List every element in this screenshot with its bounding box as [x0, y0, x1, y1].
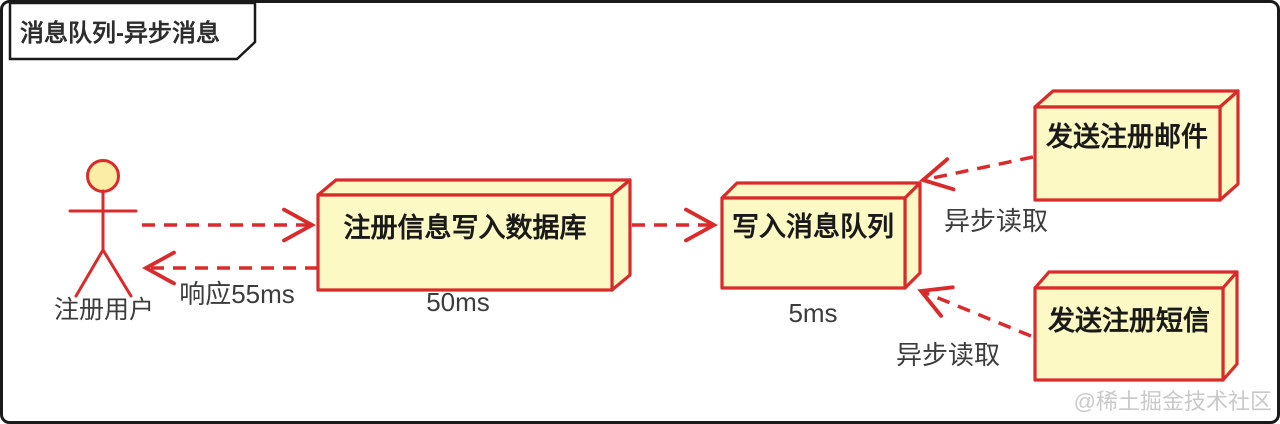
- node-email-top-face: [1033, 89, 1240, 109]
- diagram-title: 消息队列-异步消息: [20, 19, 220, 47]
- node-sms-right-face: [1221, 270, 1239, 382]
- node-mq-front-face: [720, 196, 907, 290]
- node-sms-front-face: [1033, 286, 1225, 382]
- edge-label-response-time: 响应55ms: [179, 279, 295, 309]
- actor-label: 注册用户: [54, 296, 154, 324]
- title-tab-shape: [8, 1, 257, 61]
- node-email-right-face: [1218, 89, 1240, 202]
- watermark-text: @稀土掘金技术社区: [1074, 389, 1272, 414]
- node-db-right-face: [610, 178, 632, 292]
- actor-leg-left: [74, 248, 105, 298]
- node-send-sms: 发送注册短信: [1033, 270, 1239, 382]
- actor-leg-right: [101, 248, 133, 298]
- node-db-top-face: [316, 178, 632, 197]
- node-mq-write: 写入消息队列 5ms: [720, 181, 922, 328]
- edge-email-to-mq: [919, 155, 1034, 192]
- node-email-label: 发送注册邮件: [1045, 121, 1208, 152]
- node-db-time: 50ms: [426, 287, 490, 317]
- node-sms-top-face: [1033, 270, 1239, 290]
- node-email-front-face: [1033, 105, 1222, 202]
- actor-head: [86, 159, 120, 193]
- node-db-front-face: [316, 193, 614, 292]
- node-mq-right-face: [903, 181, 922, 290]
- node-db-write: 注册信息写入数据库 50ms: [316, 178, 632, 317]
- node-db-label: 注册信息写入数据库: [344, 212, 587, 243]
- node-mq-top-face: [720, 181, 922, 200]
- node-mq-label: 写入消息队列: [732, 211, 894, 242]
- frame-title-tab: 消息队列-异步消息: [8, 1, 257, 61]
- edge-label-async-read-sms: 异步读取: [896, 340, 1000, 370]
- edge-label-async-read-email: 异步读取: [944, 206, 1048, 236]
- node-mq-time: 5ms: [788, 298, 837, 328]
- node-send-email: 发送注册邮件: [1033, 89, 1240, 202]
- node-sms-label: 发送注册短信: [1047, 305, 1210, 336]
- actor-register-user: 注册用户: [54, 159, 154, 324]
- edge-sms-to-mq: [917, 285, 1032, 338]
